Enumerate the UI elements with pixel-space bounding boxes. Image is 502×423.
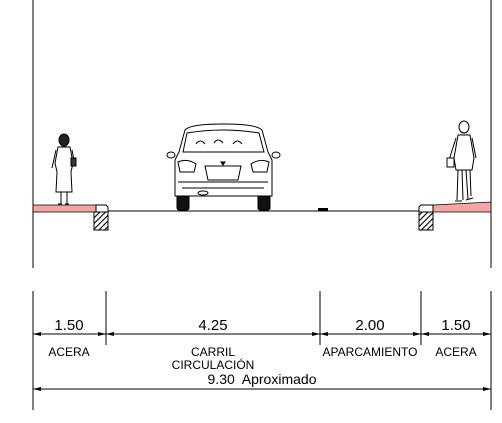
segment-label-aparcamiento: APARCAMIENTO: [323, 345, 418, 359]
segment-label-carril-line2: CIRCULACIÓN: [172, 357, 255, 372]
lane-marker: [318, 208, 328, 211]
segment-label-acera-left: ACERA: [48, 345, 89, 359]
right-curb: [418, 204, 434, 231]
segment-label-carril-line1: CARRIL: [191, 345, 235, 359]
segment-value-aparcamiento: 2.00: [355, 317, 384, 334]
total-dimension-label: 9.30 Aproximado: [208, 371, 317, 387]
segment-value-acera-right: 1.50: [441, 317, 470, 334]
pedestrian-woman-figure: [51, 133, 77, 205]
dimension-ticks: [32, 291, 492, 410]
segment-value-acera-left: 1.50: [54, 317, 83, 334]
segment-value-carril: 4.25: [198, 317, 227, 334]
dimension-arrows: [33, 332, 491, 391]
car-front-view-figure: [166, 123, 281, 211]
right-sidewalk: [432, 201, 492, 213]
left-sidewalk: [32, 204, 97, 213]
left-curb: [93, 204, 109, 231]
pedestrian-man-figure: [446, 120, 477, 202]
segment-label-acera-right: ACERA: [435, 345, 476, 359]
